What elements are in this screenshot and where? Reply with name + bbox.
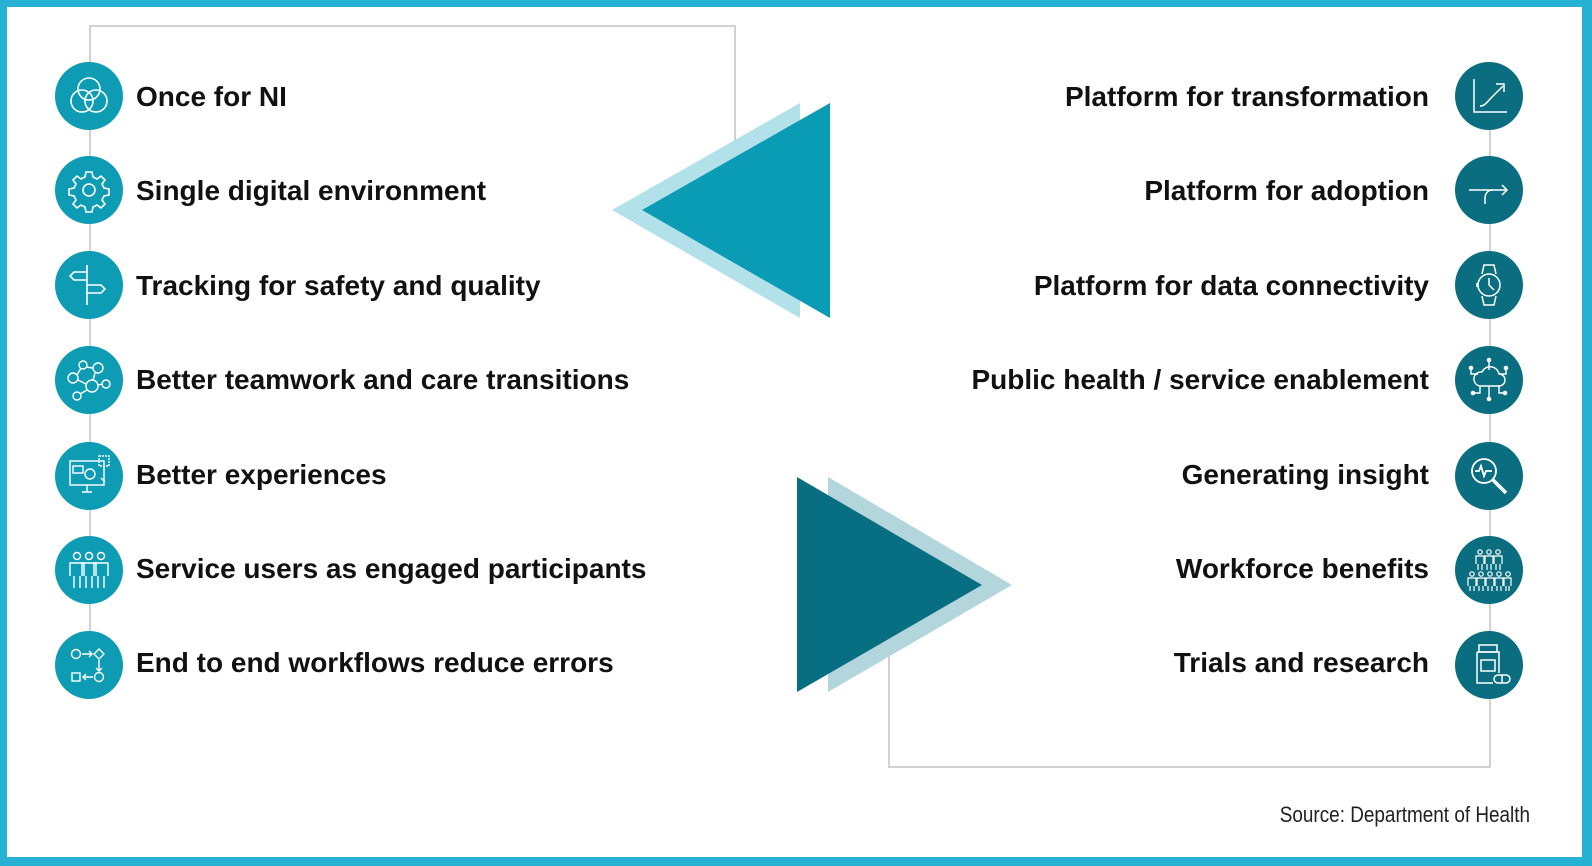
item-label: Trials and research bbox=[1173, 647, 1429, 678]
item-label: Single digital environment bbox=[136, 175, 487, 206]
monitor-user-icon bbox=[55, 442, 123, 510]
item-label: Platform for adoption bbox=[1144, 175, 1429, 206]
source-caption: Source: Department of Health bbox=[1279, 802, 1530, 827]
item-label: Platform for data connectivity bbox=[1033, 270, 1429, 301]
item-label: Public health / service enablement bbox=[971, 364, 1429, 395]
workflow-icon bbox=[55, 631, 123, 699]
signpost-icon bbox=[55, 251, 123, 319]
group-people-icon bbox=[55, 536, 123, 604]
smartwatch-icon bbox=[1455, 251, 1523, 319]
cloud-network-icon bbox=[1455, 346, 1523, 414]
item-label: Better teamwork and care transitions bbox=[136, 364, 630, 395]
item-label: Better experiences bbox=[136, 459, 387, 490]
gear-icon bbox=[55, 156, 123, 224]
item-label: Platform for transformation bbox=[1064, 81, 1429, 112]
turn-arrow-icon bbox=[1455, 156, 1523, 224]
magnifier-pulse-icon bbox=[1455, 442, 1523, 510]
network-people-icon bbox=[55, 346, 123, 414]
item-label: Tracking for safety and quality bbox=[136, 270, 541, 301]
medicine-bottle-icon bbox=[1455, 631, 1523, 699]
item-label: End to end workflows reduce errors bbox=[136, 647, 614, 678]
item-label: Service users as engaged participants bbox=[136, 553, 647, 584]
growth-chart-icon bbox=[1455, 62, 1523, 130]
left-connector-line bbox=[89, 25, 91, 665]
item-label: Once for NI bbox=[136, 81, 287, 112]
item-label: Generating insight bbox=[1181, 459, 1429, 490]
left-bracket-line bbox=[89, 25, 736, 160]
workforce-icon bbox=[1455, 536, 1523, 604]
right-bracket-line bbox=[888, 640, 1491, 768]
venn-circles-icon bbox=[55, 62, 123, 130]
item-label: Workforce benefits bbox=[1175, 553, 1429, 584]
